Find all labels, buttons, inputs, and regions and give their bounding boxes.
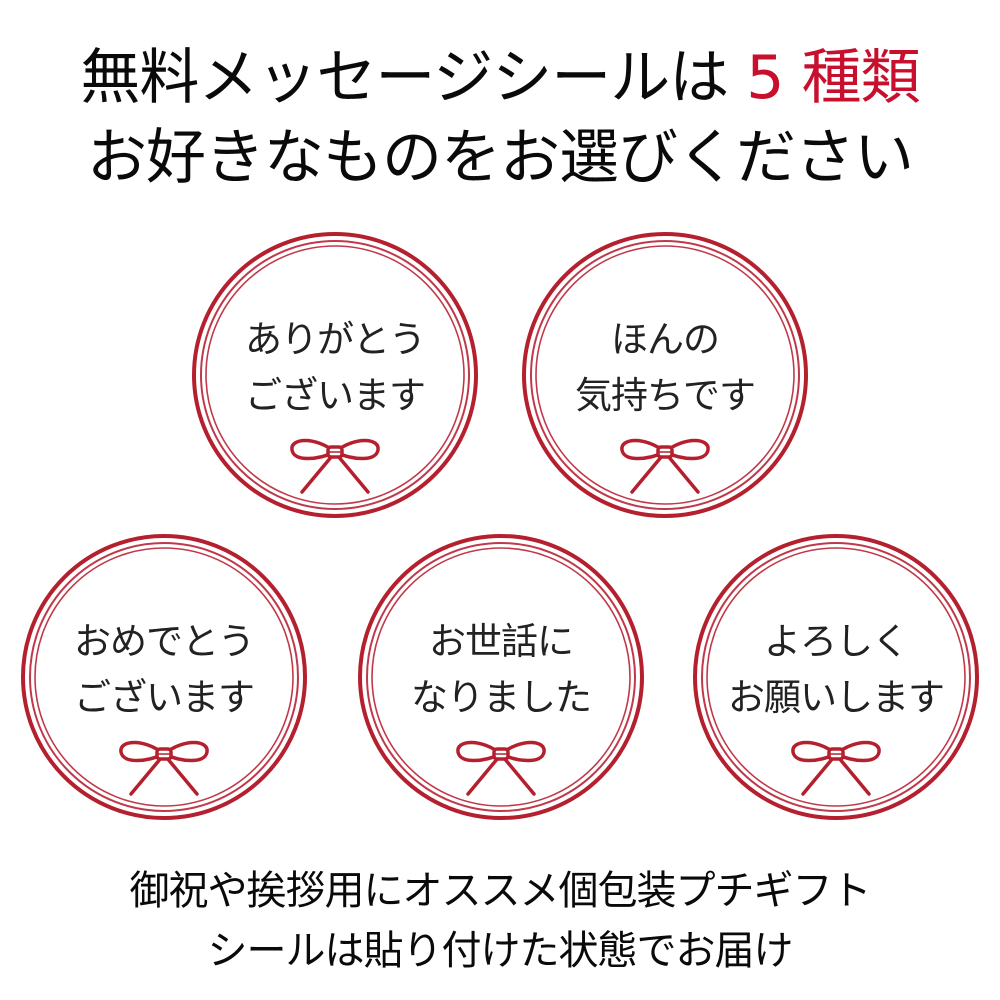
sticker-line-1: おめでとう <box>74 620 255 663</box>
headline-accent-count: 5 種類 <box>728 43 920 113</box>
sticker-line-1: お世話に <box>429 620 574 663</box>
sticker-arigatou: ありがとう ございます <box>190 230 480 520</box>
footer-line-2: シールは貼り付けた状態でお届け <box>207 928 794 974</box>
headline-line-1: 無料メッセージシールは 5 種類 <box>0 42 1000 114</box>
sticker-line-2: ございます <box>74 676 255 719</box>
sticker-rings <box>522 232 808 518</box>
sticker-message: よろしく お願いします <box>691 614 981 726</box>
sticker-yoroshiku: よろしく お願いします <box>691 532 981 822</box>
sticker-line-1: ありがとう <box>245 318 426 361</box>
sticker-line-1: ほんの <box>611 318 720 361</box>
sticker-rings <box>21 534 307 820</box>
ribbon-bow-icon <box>456 740 546 796</box>
sticker-message: ほんの 気持ちです <box>520 312 810 424</box>
sticker-rings <box>192 232 478 518</box>
sticker-message: お世話に なりました <box>356 614 646 726</box>
ribbon-bow-icon <box>290 438 380 494</box>
sticker-line-1: よろしく <box>764 620 909 663</box>
ribbon-bow-icon <box>791 740 881 796</box>
headline-line-2: お好きなものをお選びください <box>87 123 914 193</box>
sticker-omedetou: おめでとう ございます <box>19 532 309 822</box>
footer-line-1: 御祝や挨拶用にオススメ個包装プチギフト <box>129 868 872 914</box>
ribbon-bow-icon <box>119 740 209 796</box>
sticker-osewa: お世話に なりました <box>356 532 646 822</box>
sticker-line-2: ございます <box>245 374 426 417</box>
sticker-rings <box>693 534 979 820</box>
sticker-line-2: 気持ちです <box>575 374 756 417</box>
sticker-line-2: お願いします <box>728 676 945 719</box>
ribbon-bow-icon <box>620 438 710 494</box>
sticker-honno-kimochi: ほんの 気持ちです <box>520 230 810 520</box>
sticker-rings <box>358 534 644 820</box>
sticker-message: ありがとう ございます <box>190 312 480 424</box>
sticker-line-2: なりました <box>411 676 592 719</box>
headline-text: 無料メッセージシールは <box>80 43 729 113</box>
sticker-message: おめでとう ございます <box>19 614 309 726</box>
